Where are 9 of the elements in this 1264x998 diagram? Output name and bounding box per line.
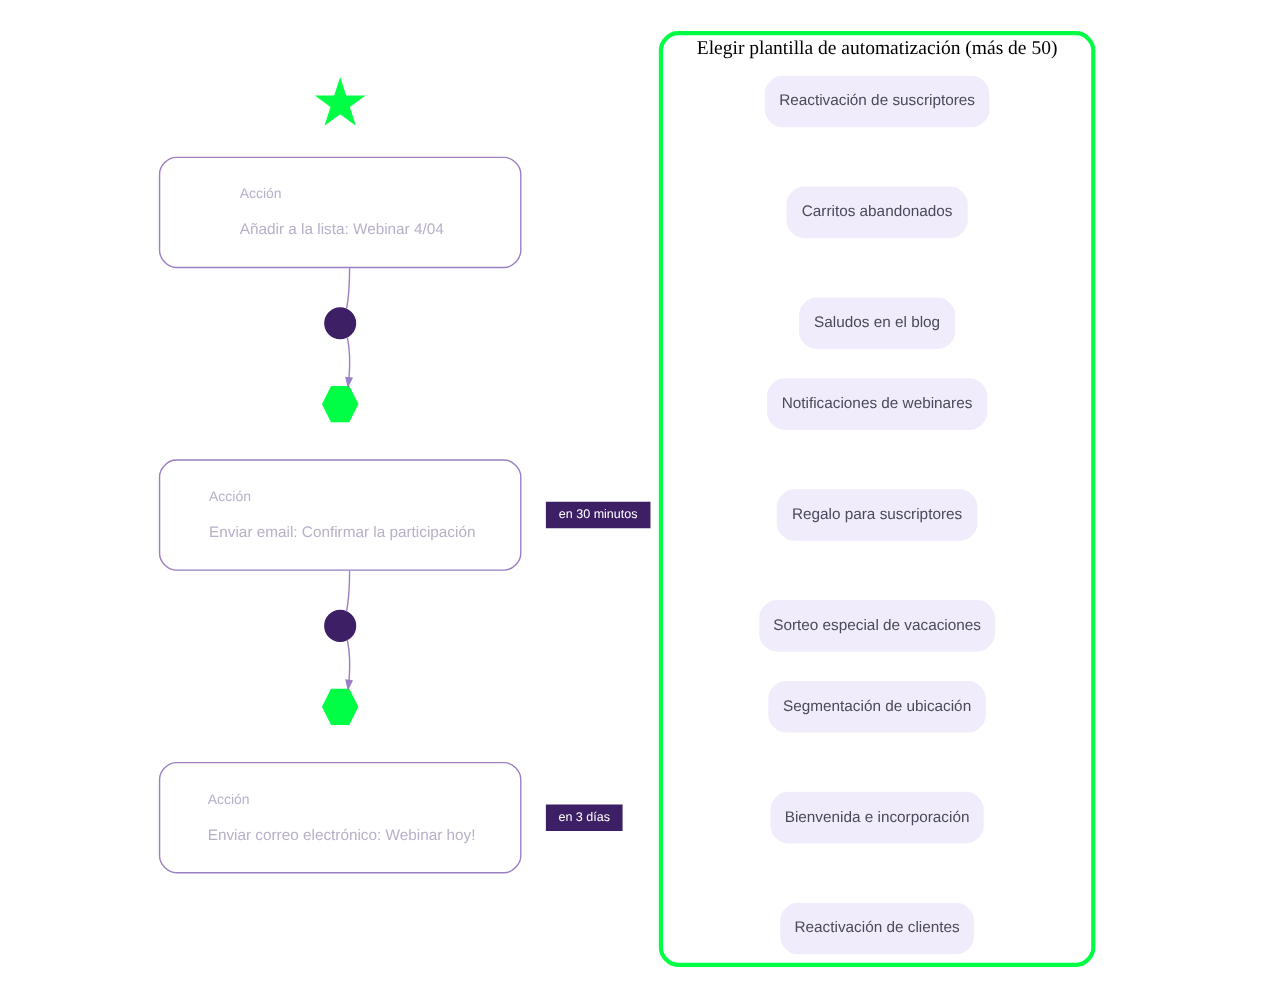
node-circle xyxy=(324,307,357,340)
arrow xyxy=(345,639,353,691)
arrow xyxy=(345,336,353,389)
connector xyxy=(345,267,351,310)
connector xyxy=(345,569,351,613)
node-star xyxy=(314,76,366,126)
node-hexagon xyxy=(321,386,359,423)
node-circle xyxy=(324,609,357,642)
node-hexagon xyxy=(321,688,359,725)
